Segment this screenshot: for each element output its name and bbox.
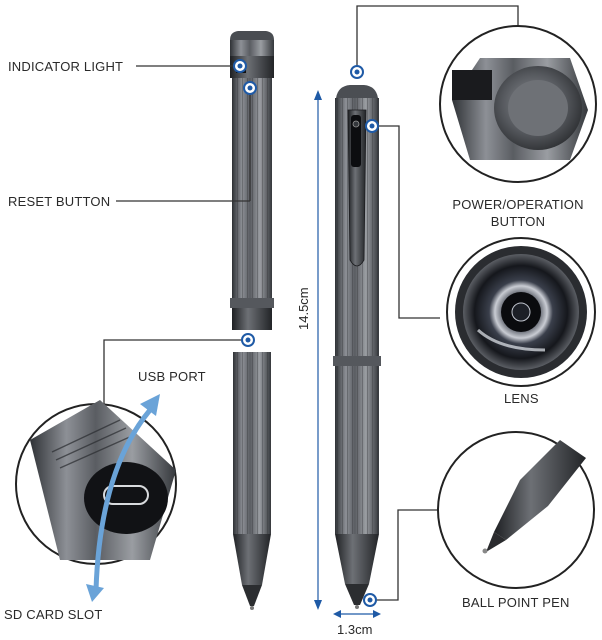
usb-port-icon	[103, 485, 149, 505]
label-sd-card-slot: SD CARD SLOT	[4, 607, 103, 622]
label-width: 1.3cm	[337, 622, 373, 637]
label-power-button: POWER/OPERATION BUTTON	[448, 196, 588, 230]
zoom-ball-point	[437, 431, 595, 589]
height-dimension	[314, 90, 322, 610]
ring-dot-icon	[241, 333, 255, 347]
lens-dot-icon	[352, 120, 360, 128]
callout-markers	[233, 59, 379, 607]
label-reset-button: RESET BUTTON	[8, 194, 111, 209]
label-power-line2: BUTTON	[490, 214, 546, 229]
label-power-line1: POWER/OPERATION	[452, 197, 584, 212]
ring-dot-icon	[350, 65, 364, 79]
right-pen	[333, 85, 381, 609]
ring-dot-icon	[233, 59, 247, 73]
label-usb-port: USB PORT	[138, 369, 206, 384]
label-ball-point-pen: BALL POINT PEN	[462, 595, 570, 610]
left-pen	[230, 31, 274, 610]
zoom-lens	[446, 237, 596, 387]
leader-lines	[103, 5, 519, 601]
ring-dot-icon	[363, 593, 377, 607]
ring-dot-icon	[243, 81, 257, 95]
zoom-power-button	[439, 25, 597, 183]
zoom-usb-port	[15, 400, 177, 565]
label-lens: LENS	[504, 391, 539, 406]
width-dimension	[333, 610, 381, 618]
curved-arrow-icon	[86, 394, 160, 602]
label-indicator-light: INDICATOR LIGHT	[8, 59, 124, 74]
label-length: 14.5cm	[296, 287, 311, 330]
ring-dot-icon	[365, 119, 379, 133]
